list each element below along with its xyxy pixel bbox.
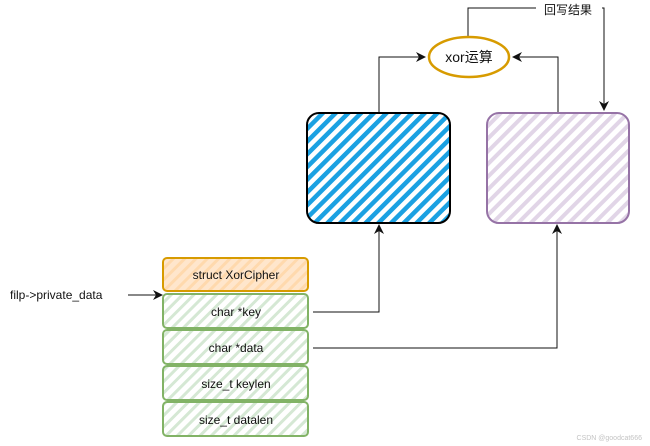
arrow-data-buffer-to-xor xyxy=(512,52,559,112)
struct-field-keylen-label: size_t keylen xyxy=(201,377,270,391)
struct-field-key: char *key xyxy=(162,293,309,329)
csdn-watermark: CSDN @goodcat666 xyxy=(576,435,642,442)
writeback-label-bg xyxy=(536,1,602,17)
struct-field-keylen: size_t keylen xyxy=(162,365,309,401)
xor-node: xor运算 xyxy=(427,35,511,79)
input-label: filp->private_data xyxy=(10,288,103,302)
xor-node-label: xor运算 xyxy=(445,49,492,65)
arrow-key-buffer-to-xor xyxy=(378,52,426,112)
struct-field-key-label: char *key xyxy=(211,305,261,319)
struct-field-data: char *data xyxy=(162,329,309,365)
struct-field-key-rect xyxy=(162,293,309,329)
key-buffer-box xyxy=(306,112,451,224)
arrow-data-field-to-data-buffer xyxy=(313,224,562,349)
struct-header-label: struct XorCipher xyxy=(193,268,280,282)
key-buffer-rect xyxy=(306,112,451,224)
data-buffer-box xyxy=(486,112,630,224)
struct-field-datalen-label: size_t datalen xyxy=(199,413,273,427)
struct-field-keylen-rect xyxy=(162,365,309,401)
struct-field-data-label: char *data xyxy=(209,341,264,355)
data-buffer-rect xyxy=(486,112,630,224)
struct-field-datalen-rect xyxy=(162,401,309,437)
xor-node-ellipse xyxy=(427,35,511,79)
arrow-key-field-to-key-buffer xyxy=(313,224,384,313)
writeback-label: 回写结果 xyxy=(544,3,592,17)
struct-header-rect xyxy=(162,257,309,292)
struct-header: struct XorCipher xyxy=(162,257,309,292)
struct-field-data-rect xyxy=(162,329,309,365)
struct-field-datalen: size_t datalen xyxy=(162,401,309,437)
